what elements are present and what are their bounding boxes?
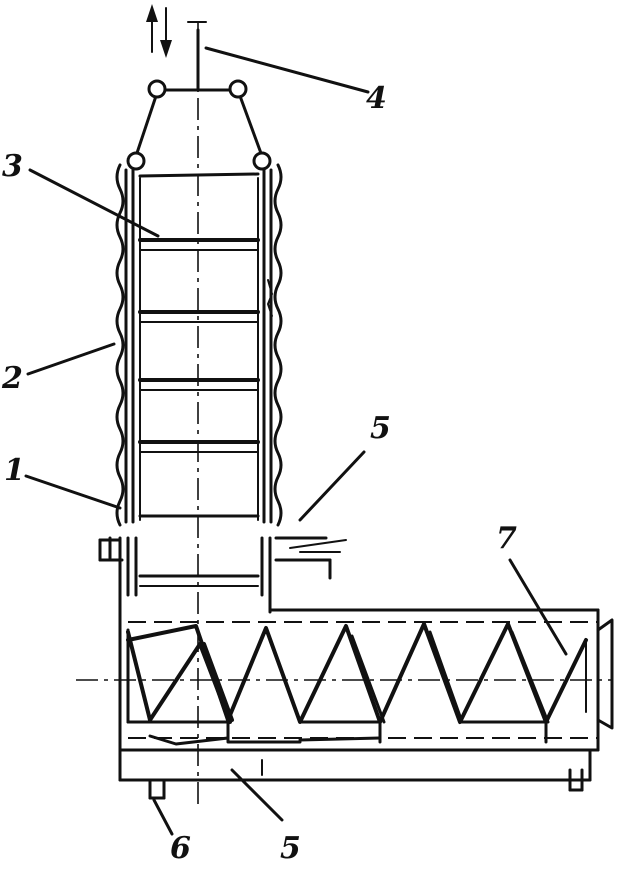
label-2: 2 bbox=[1, 361, 23, 396]
label-6: 6 bbox=[170, 831, 191, 866]
screw-trough bbox=[118, 608, 614, 800]
screw-flights bbox=[126, 622, 588, 746]
label-7: 7 bbox=[496, 521, 517, 556]
hanger-rod bbox=[126, 28, 272, 171]
cage-shelves bbox=[138, 172, 274, 518]
label-4: 4 bbox=[366, 81, 387, 116]
label-1: 1 bbox=[4, 453, 25, 488]
label-3: 3 bbox=[2, 149, 23, 184]
cage-frame bbox=[124, 168, 273, 524]
label-5-bottom: 5 bbox=[280, 831, 301, 866]
outer-casing bbox=[115, 163, 283, 527]
label-5-top: 5 bbox=[370, 411, 391, 446]
inlet-housing bbox=[98, 536, 347, 782]
leader-lines bbox=[24, 46, 568, 836]
up-down-arrows-icon bbox=[146, 4, 207, 58]
